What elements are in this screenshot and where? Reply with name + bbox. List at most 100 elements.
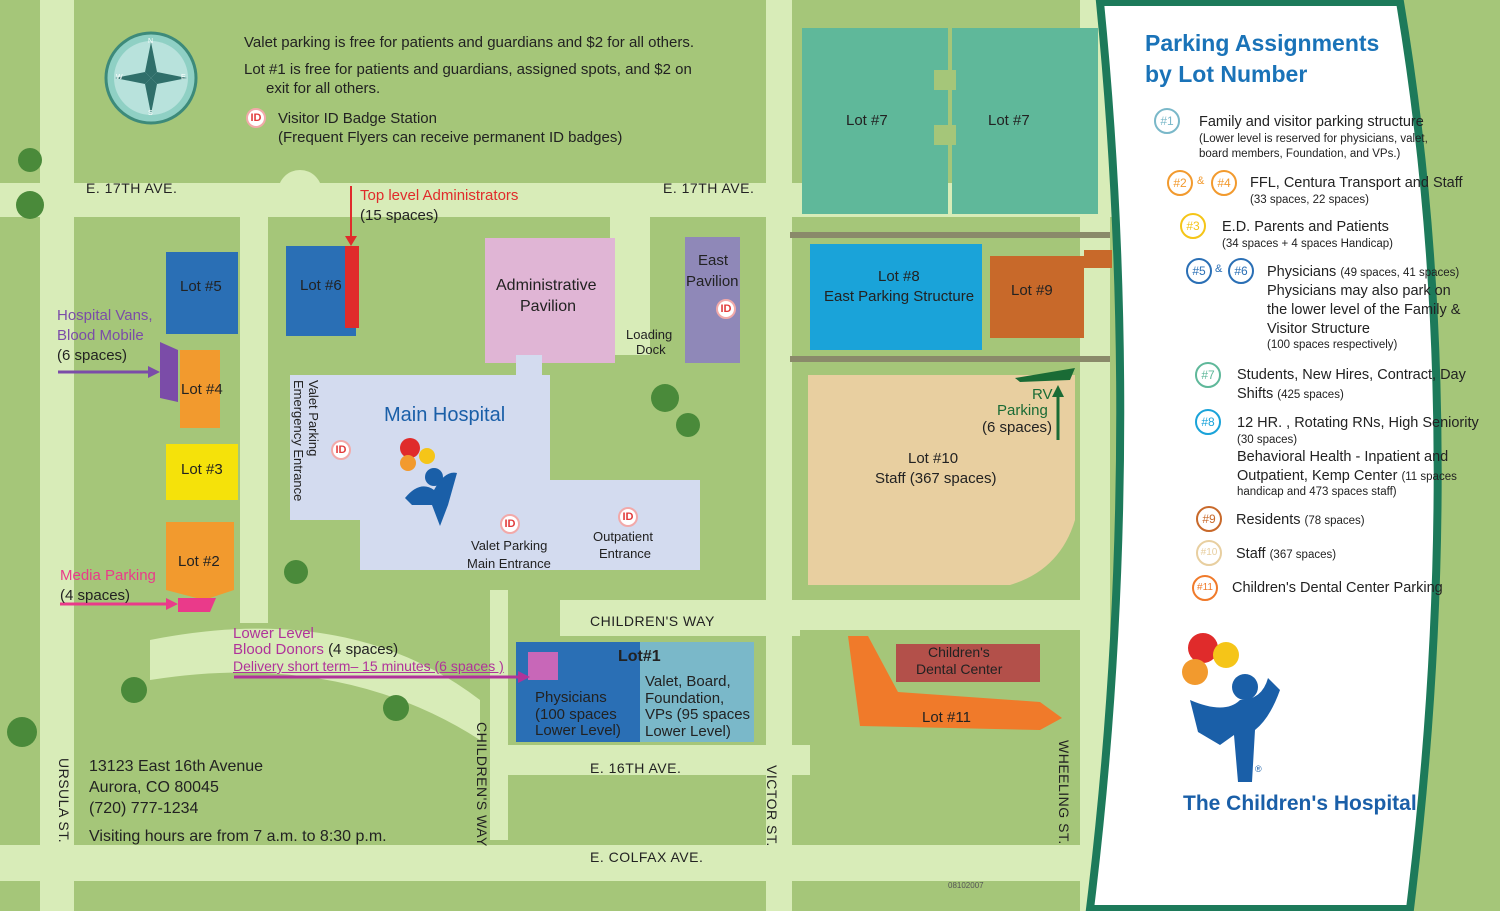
lot2-label: Lot #2 xyxy=(178,553,220,570)
lot1-label: Lot#1 xyxy=(618,648,661,665)
legend-item-text: Physicians xyxy=(1267,264,1337,280)
brand-name: The Children's Hospital xyxy=(1183,792,1417,815)
legend-badge-10: #10 xyxy=(1196,540,1222,566)
lot8-shape xyxy=(810,244,982,350)
street-wheeling: WHEELING ST. xyxy=(1056,740,1072,845)
lot1-valet: Valet, Board, Foundation, VPs (95 spaces… xyxy=(645,673,750,740)
legend-amp: & xyxy=(1197,175,1205,187)
lot11-label: Lot #11 xyxy=(922,709,971,726)
lot7-left-label: Lot #7 xyxy=(846,112,888,129)
legend-item-9: Residents (78 spaces) xyxy=(1236,511,1365,530)
lot8-label: Lot #8 xyxy=(878,268,920,285)
lot7-right-label: Lot #7 xyxy=(988,112,1030,129)
rv-callout: RV xyxy=(1032,386,1053,403)
lot7-right-shape xyxy=(952,28,1098,214)
valet-emergency-line: Emergency Entrance xyxy=(290,380,306,502)
lot6-shape xyxy=(286,246,356,336)
legend-badge-11: #11 xyxy=(1192,575,1218,601)
legend-badge-4: #4 xyxy=(1211,170,1237,196)
legend-badge-9: #9 xyxy=(1196,506,1222,532)
main-hospital-shape xyxy=(290,375,700,570)
vans-spaces: (6 spaces) xyxy=(57,347,128,364)
legend-item-text: 12 HR. , Rotating RNs, High Seniority xyxy=(1237,415,1479,431)
legend-item-sub: (100 spaces respectively) xyxy=(1267,339,1398,352)
legend-item-10: Staff (367 spaces) xyxy=(1236,545,1336,564)
lot1-info: Lot #1 is free for patients and guardian… xyxy=(244,61,692,78)
street-childrens-way-v: CHILDREN'S WAY xyxy=(474,722,490,847)
compass-w: W xyxy=(116,74,123,81)
compass-e: E xyxy=(181,74,186,81)
lot11-shape xyxy=(848,636,1062,730)
lot5-shape xyxy=(166,252,238,334)
delivery-callout: Delivery short term– 15 minutes (6 space… xyxy=(233,658,504,675)
lot1-left-line: Lower Level) xyxy=(535,722,621,739)
media-spaces: (4 spaces) xyxy=(60,587,131,604)
legend-badge-8: #8 xyxy=(1195,409,1221,435)
media-callout: Media Parking xyxy=(60,567,156,584)
badge-station-label: Visitor ID Badge Station xyxy=(278,110,437,127)
main-hospital-label: Main Hospital xyxy=(384,404,506,426)
id-badge-icon: ID xyxy=(618,507,638,527)
lot6-label: Lot #6 xyxy=(300,277,342,294)
admin-pavilion-label-2: Pavilion xyxy=(520,298,577,315)
legend-item-text: Family and visitor parking structure xyxy=(1199,114,1424,130)
lot1-left-line: (100 spaces xyxy=(535,705,617,723)
legend-item-7: Students, New Hires, Contract, Day Shift… xyxy=(1237,366,1466,404)
legend-item-more: the lower level of the Family & xyxy=(1267,301,1461,318)
rv-spaces: (6 spaces) xyxy=(982,419,1053,436)
address-city: Aurora, CO 80045 xyxy=(89,779,219,796)
valet-main-label: Valet Parking xyxy=(471,538,548,553)
lot1-right-line: Valet, Board, xyxy=(645,673,731,690)
visiting-hours: Visiting hours are from 7 a.m. to 8:30 p… xyxy=(89,828,387,845)
legend-item-text: Residents xyxy=(1236,512,1301,528)
legend-item-2: FFL, Centura Transport and Staff (33 spa… xyxy=(1250,174,1463,208)
legend-item-1: Family and visitor parking structure (Lo… xyxy=(1199,113,1428,162)
legend-item-text: E.D. Parents and Patients xyxy=(1222,219,1389,235)
legend-badge-5: #5 xyxy=(1186,258,1212,284)
lot5-label: Lot #5 xyxy=(180,278,222,295)
east-pavilion-label: East xyxy=(698,252,729,269)
lower-level-callout: Lower Level xyxy=(233,625,314,642)
street-e17-east: E. 17TH AVE. xyxy=(663,180,755,196)
street-childrens-way-h: CHILDREN'S WAY xyxy=(590,613,715,629)
loading-dock-label: Loading xyxy=(626,327,673,342)
dental-center-label: Children's xyxy=(928,644,990,660)
legend-item-11: Children's Dental Center Parking xyxy=(1232,580,1443,596)
legend-title: Parking Assignments by Lot Number xyxy=(1145,28,1379,90)
lot2-shape xyxy=(166,522,234,600)
lot8-sublabel: East Parking Structure xyxy=(824,288,975,305)
legend-badge-2: #2 xyxy=(1167,170,1193,196)
lot10-label: Lot #10 xyxy=(908,450,959,467)
valet-emergency-label: Valet Parking Emergency Entrance xyxy=(290,380,321,502)
admin-pavilion-shape xyxy=(485,238,615,363)
legend-item-5-6: Physicians (49 spaces, 41 spaces) Physic… xyxy=(1267,263,1460,353)
legend-badge-3: #3 xyxy=(1180,213,1206,239)
legend-item-text: Staff xyxy=(1236,546,1266,562)
compass-rose xyxy=(104,31,198,125)
brand-logo-icon xyxy=(1182,633,1280,782)
address-phone: (720) 777-1234 xyxy=(89,800,199,817)
legend-item-8: 12 HR. , Rotating RNs, High Seniority (3… xyxy=(1237,414,1479,500)
lot10-shape xyxy=(808,375,1075,585)
lot1-info-cont: exit for all others. xyxy=(266,80,381,97)
outpatient-label: Outpatient xyxy=(593,529,653,544)
legend-item-more: Visitor Structure xyxy=(1267,320,1370,337)
valet-main-label-2: Main Entrance xyxy=(467,556,551,571)
lot1-right-line: Lower Level) xyxy=(645,722,731,740)
delivery-detail: – 15 minutes (6 spaces ) xyxy=(350,658,504,674)
legend-title-line: by Lot Number xyxy=(1145,61,1308,88)
vans-callout-2: Blood Mobile xyxy=(57,327,144,344)
legend-item-small: (11 spaces xyxy=(1401,470,1457,483)
lot4-shape xyxy=(180,350,220,428)
blood-donors-spaces: (4 spaces) xyxy=(328,641,399,658)
legend-badge-6: #6 xyxy=(1228,258,1254,284)
outpatient-label-2: Entrance xyxy=(599,546,652,561)
legend-badge-1: #1 xyxy=(1154,108,1180,134)
legend-amp: & xyxy=(1215,263,1223,275)
street-colfax: E. COLFAX AVE. xyxy=(590,849,704,865)
legend-item-small: (78 spaces) xyxy=(1304,515,1365,527)
dental-center-shape xyxy=(896,644,1040,682)
east-pavilion-label-2: Pavilion xyxy=(686,273,739,290)
legend-item-sub: board members, Foundation, and VPs.) xyxy=(1199,147,1401,160)
legend-item-more: Behavioral Health - Inpatient and xyxy=(1237,448,1449,465)
